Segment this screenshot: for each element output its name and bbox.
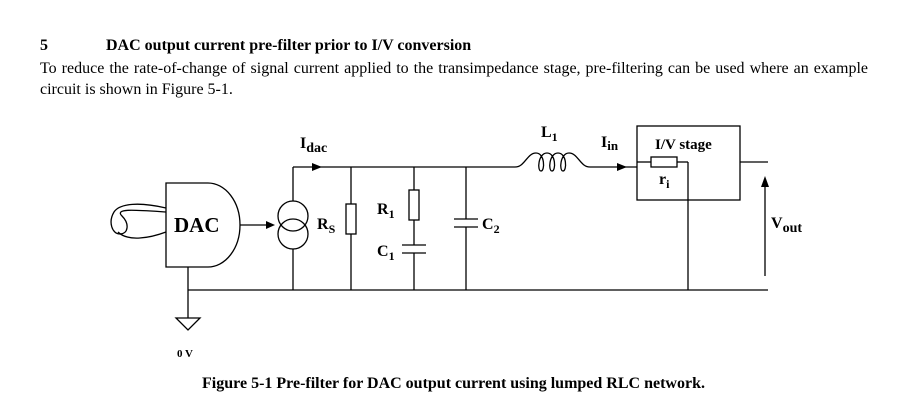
section-title: DAC output current pre-filter prior to I… bbox=[106, 37, 472, 54]
iv-stage-label: I/V stage bbox=[655, 137, 712, 153]
iin-label: Iin bbox=[601, 134, 619, 153]
vout-label: Vout bbox=[771, 215, 802, 236]
section-body: To reduce the rate-of-change of signal c… bbox=[40, 60, 868, 98]
figure-caption: Figure 5-1 Pre-filter for DAC output cur… bbox=[202, 375, 705, 392]
ground-label: 0 V bbox=[177, 348, 193, 360]
ri-label: ri bbox=[659, 171, 670, 191]
rs-resistor-icon bbox=[345, 203, 357, 235]
idac-arrow-icon bbox=[312, 163, 322, 171]
vout-arrow-icon bbox=[761, 176, 769, 187]
section-number: 5 bbox=[40, 37, 48, 54]
section-heading: 5 DAC output current pre-filter prior to … bbox=[40, 37, 471, 55]
dac-block bbox=[165, 182, 241, 268]
iin-arrow-icon bbox=[617, 163, 627, 171]
l1-inductor-icon bbox=[514, 152, 591, 172]
rs-label: RS bbox=[317, 216, 336, 236]
idac-label: Idac bbox=[300, 135, 327, 156]
dac-label: DAC bbox=[174, 213, 220, 237]
current-source-icon bbox=[277, 200, 309, 232]
ground-icon bbox=[174, 317, 202, 331]
r1-label: R1 bbox=[377, 201, 395, 221]
r1-resistor-icon bbox=[408, 189, 420, 221]
c2-label: C2 bbox=[482, 216, 500, 236]
c1-label: C1 bbox=[377, 243, 395, 263]
ri-resistor-icon bbox=[650, 156, 678, 168]
dac-input-lead-icon bbox=[110, 203, 167, 235]
l1-label: L1 bbox=[541, 124, 558, 144]
